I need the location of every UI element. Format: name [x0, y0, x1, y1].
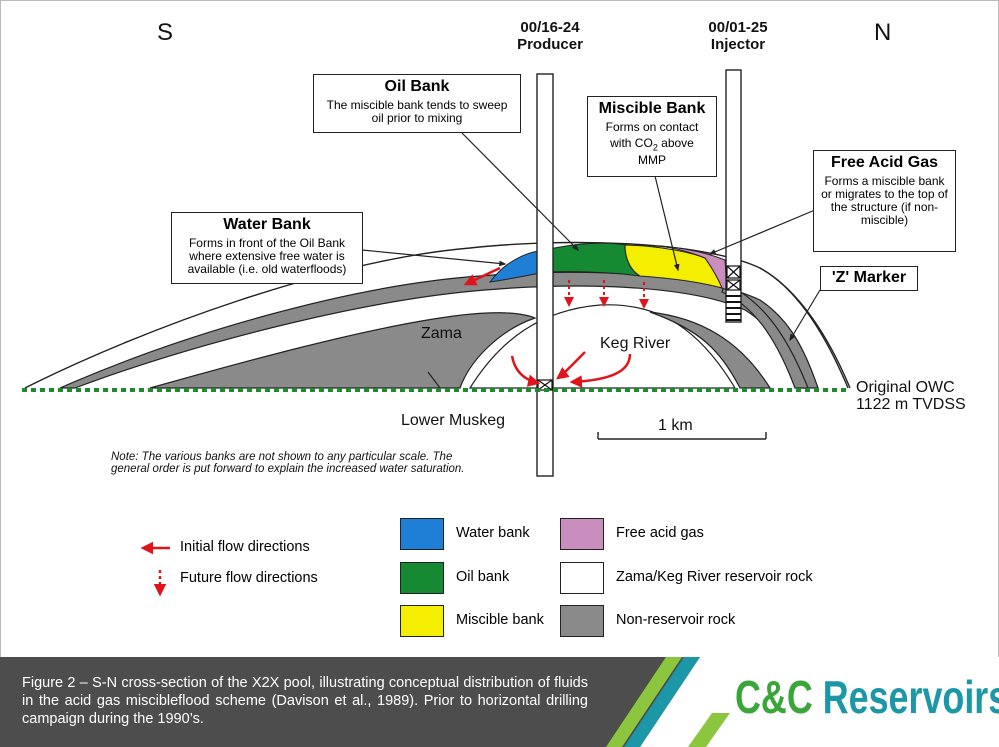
cross-section-diagram — [22, 69, 851, 597]
free-acid-gas-text: Forms a miscible bank or migrates to the… — [821, 174, 948, 227]
above-text: above — [657, 136, 694, 150]
injector-id: 00/01-25 — [708, 19, 768, 36]
initial-flow-arrows — [463, 266, 632, 388]
scale-bar — [597, 432, 767, 440]
miscible-bank-callout: Miscible Bank Forms on contact with CO2 … — [587, 96, 717, 177]
oil-bank-title: Oil Bank — [384, 78, 450, 95]
co2-subscript: 2 — [652, 142, 658, 153]
legend-future-flow: Future flow directions — [180, 570, 318, 586]
free-acid-gas-area — [659, 245, 728, 291]
injector-role: Injector — [710, 36, 766, 53]
producer-label: 00/16-24 Producer — [495, 19, 605, 53]
legend-swatch-water-bank — [400, 518, 444, 550]
logo-stripes — [606, 657, 999, 747]
producer-wellbore — [536, 73, 554, 477]
free-acid-gas-callout: Free Acid Gas Forms a miscible bank or m… — [813, 150, 956, 252]
miscible-bank-text-1: Forms on contact — [605, 120, 699, 134]
legend-swatch-oil-bank — [400, 562, 444, 594]
injector-packer-box — [726, 265, 741, 291]
co2-text: with CO — [610, 136, 653, 150]
z-marker-callout: 'Z' Marker — [820, 266, 918, 291]
outer-boundary — [759, 267, 849, 389]
figure-caption: Figure 2 – S-N cross-section of the X2X … — [22, 675, 588, 727]
miscible-bank-text-2: with CO2 above — [594, 137, 710, 154]
miscible-bank-title: Miscible Bank — [598, 100, 706, 117]
owc-line-1: Original OWC — [856, 379, 955, 396]
water-bank-title: Water Bank — [223, 216, 311, 233]
injector-perforations — [726, 295, 741, 321]
z-marker-band — [721, 282, 809, 389]
legend-swatch-non-reservoir-rock — [560, 605, 604, 637]
z-marker-title: 'Z' Marker — [831, 269, 907, 286]
diagram-note: Note: The various banks are not shown to… — [111, 451, 465, 475]
legend-arrows — [140, 541, 170, 597]
lower-muskeg-label: Lower Muskeg — [401, 412, 506, 429]
legend-label: Non-reservoir rock — [616, 612, 736, 628]
owc-line-2: 1122 m TVDSS — [856, 396, 966, 413]
south-label: S — [157, 19, 174, 46]
legend-label: Water bank — [456, 525, 530, 541]
producer-id: 00/16-24 — [520, 19, 580, 36]
keg-river-label: Keg River — [600, 335, 671, 352]
lower-muskeg-shale — [149, 312, 537, 389]
injector-wellbore — [725, 69, 742, 323]
legend-label: Miscible bank — [456, 612, 544, 628]
miscible-bank-text-3: MMP — [638, 153, 666, 168]
legend-initial-flow: Initial flow directions — [180, 539, 310, 555]
owc-label: Original OWC 1122 m TVDSS — [856, 379, 966, 413]
oil-bank-text: The miscible bank tends to sweep oil pri… — [326, 98, 508, 125]
callout-leaders — [361, 132, 821, 389]
future-flow-arrows — [564, 280, 649, 309]
free-acid-gas-title: Free Acid Gas — [830, 154, 938, 171]
legend-swatch-free-acid-gas — [560, 518, 604, 550]
water-bank-callout: Water Bank Forms in front of the Oil Ban… — [171, 212, 363, 284]
oil-bank-callout: Oil Bank The miscible bank tends to swee… — [313, 74, 521, 133]
scale-bar-label: 1 km — [658, 417, 693, 434]
north-label: N — [874, 19, 892, 46]
logo-amp: C&C — [735, 671, 813, 723]
producer-role: Producer — [517, 36, 583, 53]
legend-swatch-miscible-bank — [400, 605, 444, 637]
zama-label: Zama — [421, 325, 462, 342]
legend-label: Oil bank — [456, 569, 510, 585]
company-logo: C&C Reservoirs — [735, 670, 999, 724]
water-bank-text: Forms in front of the Oil Bank where ext… — [187, 236, 347, 276]
legend-label: Free acid gas — [616, 525, 704, 541]
legend-swatch-zama-keg-river-reservoir-rock — [560, 562, 604, 594]
logo-word: Reservoirs — [822, 671, 999, 723]
legend-label: Zama/Keg River reservoir rock — [616, 569, 813, 585]
injector-label: 00/01-25 Injector — [683, 19, 793, 53]
